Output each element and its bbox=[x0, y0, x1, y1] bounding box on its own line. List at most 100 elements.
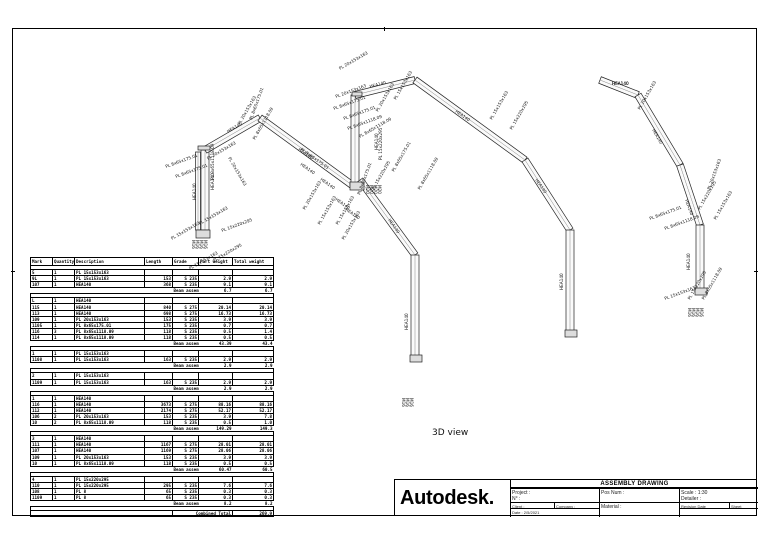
frame1-beam-label: HEA140 bbox=[210, 173, 215, 190]
bom-cell: 8.2 bbox=[232, 500, 274, 508]
bom-cell: 60.47 bbox=[198, 465, 233, 473]
frame1-member-3-web bbox=[259, 117, 353, 186]
scale-value: 1:30 bbox=[697, 490, 708, 496]
frame4-beam-label: HEA140 bbox=[299, 162, 316, 176]
bom-header-cell: Grade bbox=[172, 257, 199, 266]
frame2-plate-label: PL 8x65x175.01 bbox=[391, 140, 412, 172]
frame2-beam-label: HEA140 bbox=[404, 313, 409, 330]
nr-label: N° : bbox=[512, 496, 521, 502]
frame3-beam-label: HEA140 bbox=[612, 81, 629, 86]
frame3-member-1-web bbox=[599, 79, 639, 96]
bom-cell: 60.5 bbox=[232, 465, 274, 473]
frame2-member-4-web bbox=[524, 159, 571, 231]
bom-subtotal-row: Beam assembly weight:2.92.9 bbox=[30, 384, 274, 392]
bom-cell: 6.7 bbox=[198, 287, 233, 295]
frame2-beam-label: HEA140 bbox=[369, 80, 387, 89]
frame1-plate-label: PL 20x153x163 bbox=[227, 156, 248, 187]
bom-cell: 43.39 bbox=[198, 340, 233, 348]
frame1-plate-label: PL 15x220x295 bbox=[221, 217, 254, 233]
frame2-plate-label: PL 8x65x1118.09 bbox=[417, 156, 440, 190]
frame2-anchor-label: M20 bbox=[373, 185, 378, 194]
bom-cell: 6.7 bbox=[232, 287, 274, 295]
frame4-plate-label: PL 20x153x163 bbox=[302, 180, 323, 211]
bom-cell: 43.4 bbox=[232, 340, 274, 348]
title-block: Autodesk. ASSEMBLY DRAWING Project : N° … bbox=[394, 479, 758, 517]
bom-header-cell: Mark bbox=[30, 257, 53, 266]
frame1-member-2-web bbox=[204, 117, 261, 151]
pos-cell: Pos Num : bbox=[599, 488, 679, 502]
frame1-anchor-label: M16 bbox=[191, 240, 196, 249]
bom-cell: Beam assembly weight: bbox=[172, 465, 199, 473]
scale-cell: Scale : 1:30 Detailer : bbox=[679, 488, 758, 502]
frame3-plate-label: PL 8x65x175.01 bbox=[649, 205, 683, 221]
bom-cell bbox=[30, 340, 173, 348]
bom-cell: 149.29 bbox=[198, 425, 233, 433]
project-label: Project : bbox=[512, 490, 531, 496]
bom-cell: Beam assembly weight: bbox=[172, 500, 199, 508]
frame2-plate-4 bbox=[351, 91, 363, 97]
bom-header-cell: Length bbox=[144, 257, 173, 266]
bom-cell: Beam assembly weight: bbox=[172, 384, 199, 392]
company-cell: Company : bbox=[554, 502, 599, 509]
blank-cell bbox=[679, 508, 758, 517]
bom-subtotal-row: Beam assembly weight:2.92.9 bbox=[30, 362, 274, 370]
frame1-plate-2 bbox=[197, 145, 211, 151]
frame2-beam-label: HEA140 bbox=[374, 133, 379, 150]
bom-cell bbox=[30, 362, 173, 370]
bom-cell: 2.9 bbox=[232, 362, 274, 370]
detailer-label: Detailer : bbox=[681, 496, 702, 502]
bom-cell: Combined Total bbox=[172, 510, 233, 518]
frame3-member-3-web bbox=[679, 164, 701, 226]
frame3-anchor-label: M16 bbox=[699, 308, 704, 317]
frame4-anchor-label: M16 bbox=[401, 398, 406, 407]
bom-cell: 8.2 bbox=[198, 500, 233, 508]
frame2-anchor-label: M20 bbox=[365, 185, 370, 194]
material-label: Material : bbox=[601, 504, 622, 510]
frame2-anchor-label: M20 bbox=[377, 185, 382, 194]
date-value: 2/5/2021 bbox=[523, 510, 540, 515]
bom-cell: 149.3 bbox=[232, 425, 274, 433]
bom-subtotal-row: Beam assembly weight:6.76.7 bbox=[30, 287, 274, 295]
frame2-plate-3 bbox=[564, 329, 578, 338]
bom-cell: 269.9 bbox=[232, 510, 274, 518]
bom-cell bbox=[30, 500, 173, 508]
drawing-title: ASSEMBLY DRAWING bbox=[510, 480, 758, 488]
bom-header-cell: Total weight bbox=[232, 257, 274, 266]
date-cell: Date : 2/5/2021 bbox=[510, 508, 599, 517]
frame1-plate-label: PL 8x65x1118.09 bbox=[210, 143, 215, 180]
frame3-anchor-label: M16 bbox=[687, 308, 692, 317]
frame4-anchor-label: M16 bbox=[409, 398, 414, 407]
bom-subtotal-row: Beam assembly weight:8.28.2 bbox=[30, 500, 274, 508]
center-mark-top bbox=[384, 27, 385, 31]
bom-cell bbox=[30, 425, 173, 433]
sheet-cell: Sheet bbox=[729, 502, 758, 509]
bom-header-cell: Quantity bbox=[52, 257, 75, 266]
frame3-member-2-web bbox=[637, 94, 681, 166]
center-mark-right bbox=[754, 271, 758, 272]
bom-header-cell: Description bbox=[74, 257, 145, 266]
frame2-plate-1 bbox=[349, 181, 365, 191]
frame2-plate-label: PL 15x220x295 bbox=[378, 127, 383, 160]
bom-header-cell: Part weight bbox=[198, 257, 233, 266]
frame1-plate-1 bbox=[195, 229, 211, 239]
frame2-member-5-web bbox=[359, 179, 416, 256]
frame3-anchor-label: M16 bbox=[691, 308, 696, 317]
frame1-anchor-label: M16 bbox=[203, 240, 208, 249]
